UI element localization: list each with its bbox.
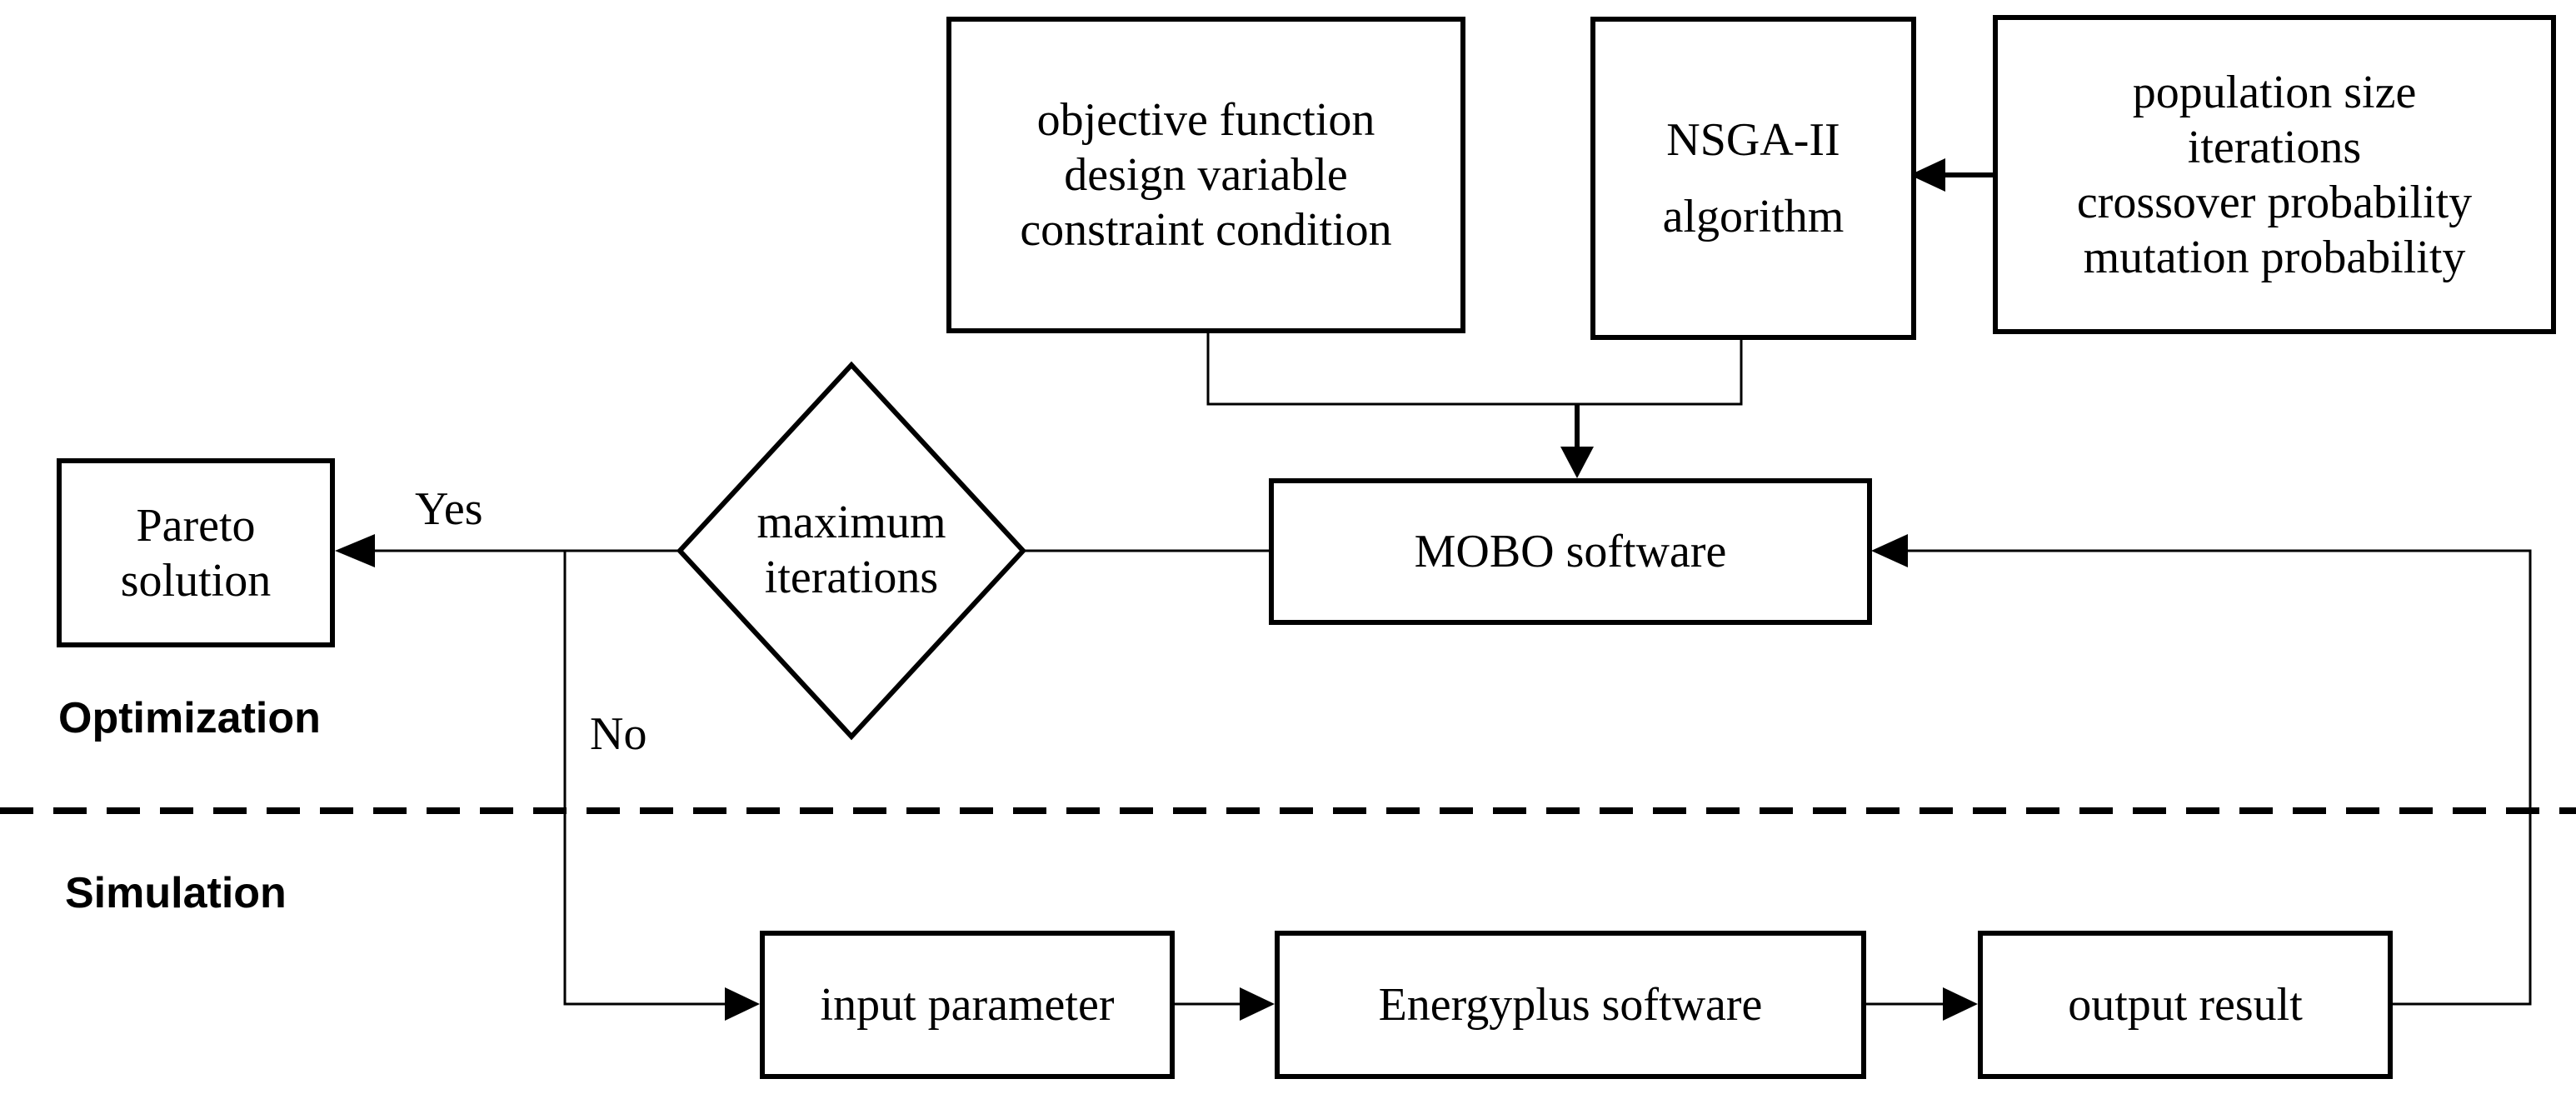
optimization-label: Optimization <box>58 694 321 742</box>
algorithm-line: algorithm <box>1662 191 1845 242</box>
constraint-line: constraint condition <box>1020 204 1392 256</box>
pareto-line: Pareto <box>136 499 256 552</box>
output-result-label: output result <box>2068 979 2303 1031</box>
crossover-line: crossover probability <box>2076 176 2473 228</box>
simulation-label: Simulation <box>65 869 287 917</box>
connector-objective-to-merge <box>1206 333 1577 406</box>
decision-diamond <box>676 361 1027 741</box>
connector-nsga-to-merge <box>1577 340 1743 406</box>
energyplus-label: Energyplus software <box>1378 979 1763 1031</box>
decision-line-maximum: maximum <box>756 497 946 548</box>
connector-decision-no <box>563 551 733 1006</box>
iterations-line: iterations <box>2187 121 2362 173</box>
objective-line: objective function <box>1036 94 1375 146</box>
solution-line: solution <box>120 554 272 607</box>
decision-text: maximum iterations <box>680 467 1023 633</box>
mobo-box: MOBO software <box>1269 478 1872 625</box>
yes-label: Yes <box>415 483 483 535</box>
arrowhead-input-to-energyplus <box>1240 987 1275 1021</box>
input-parameter-label: input parameter <box>820 979 1115 1031</box>
no-label: No <box>590 708 647 760</box>
output-result-box: output result <box>1978 931 2393 1079</box>
connector-output-to-mobo <box>1891 549 2532 1006</box>
arrowhead-no-to-input <box>725 987 760 1021</box>
arrowhead-energyplus-to-output <box>1943 987 1978 1021</box>
mutation-line: mutation probability <box>2083 231 2466 283</box>
objective-box: objective function design variable const… <box>946 17 1465 333</box>
nsga-line: NSGA-II <box>1666 114 1840 166</box>
decision-line-iterations: iterations <box>764 552 939 603</box>
arrowhead-params-to-nsga <box>1910 158 1945 192</box>
nsga-box: NSGA-II algorithm <box>1590 17 1916 340</box>
mobo-label: MOBO software <box>1414 526 1727 577</box>
input-parameter-box: input parameter <box>760 931 1175 1079</box>
pareto-box: Pareto solution <box>57 458 335 647</box>
energyplus-box: Energyplus software <box>1275 931 1866 1079</box>
population-size-line: population size <box>2132 66 2417 118</box>
arrowhead-feedback-to-mobo <box>1871 534 1908 567</box>
design-variable-line: design variable <box>1064 149 1348 201</box>
arrowhead-decision-to-pareto <box>335 534 375 567</box>
arrowhead-merge-to-mobo <box>1560 447 1594 478</box>
params-box: population size iterations crossover pro… <box>1993 15 2556 334</box>
